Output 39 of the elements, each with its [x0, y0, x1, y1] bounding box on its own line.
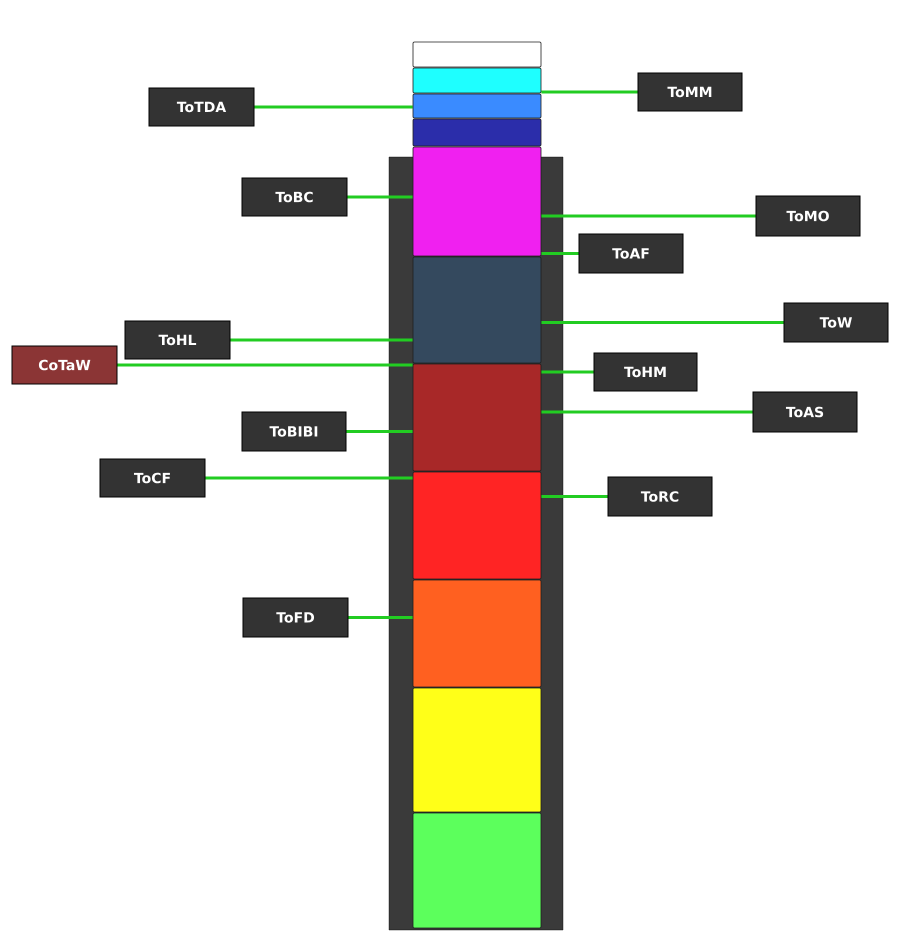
leader-line [541, 321, 784, 324]
leader-line [346, 430, 413, 433]
color-segment [412, 68, 542, 94]
color-segment [412, 364, 542, 472]
label-box: ToMO [756, 196, 860, 236]
color-segment [412, 812, 542, 928]
color-segment [412, 256, 542, 364]
color-segment [412, 146, 542, 256]
label-box: ToW [784, 302, 889, 342]
color-segment [412, 94, 542, 118]
label-box: ToAF [578, 234, 684, 274]
label-box: ToMM [638, 72, 742, 112]
leader-line [541, 252, 578, 255]
label-box: ToRC [608, 476, 712, 516]
leader-line [541, 90, 638, 94]
color-segment [412, 42, 542, 68]
label-box: ToTDA [148, 88, 254, 126]
label-box: ToFD [242, 598, 348, 638]
color-segment [412, 580, 542, 688]
label-box: CoTaW [12, 346, 118, 384]
leader-line [118, 364, 413, 366]
leader-line [254, 106, 413, 108]
label-box: ToHL [124, 320, 230, 360]
label-box: ToAS [752, 392, 858, 432]
leader-line [206, 476, 413, 480]
leader-line [541, 214, 756, 218]
leader-line [230, 338, 413, 342]
leader-line [541, 370, 594, 374]
label-box: ToCF [100, 458, 206, 498]
leader-line [348, 616, 413, 619]
color-segment [412, 688, 542, 812]
color-segment [412, 472, 542, 580]
leader-line [541, 495, 608, 498]
color-segment [412, 118, 542, 146]
label-box: ToBC [242, 178, 348, 216]
leader-line [541, 410, 752, 414]
leader-line [348, 196, 413, 198]
label-box: ToBIBI [242, 412, 346, 452]
label-box: ToHM [594, 352, 698, 392]
